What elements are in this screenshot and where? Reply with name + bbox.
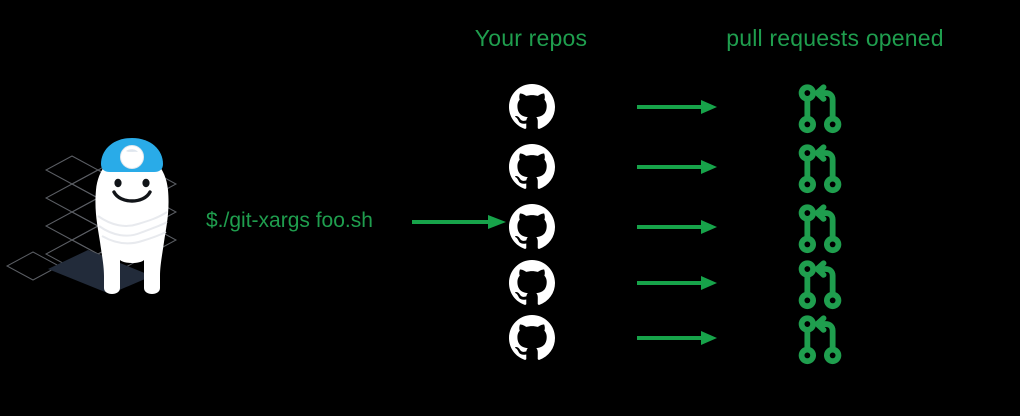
git-pull-request-icon (798, 144, 842, 194)
column-heading-pull-requests-opened: pull requests opened (726, 25, 944, 51)
github-octocat-icon (509, 204, 555, 250)
github-octocat-icon (509, 315, 555, 361)
github-octocat-icon (509, 84, 555, 130)
arrow-right-icon-row (637, 275, 717, 291)
github-octocat-icon (509, 144, 555, 190)
column-heading-your-repos: Your repos (474, 25, 588, 51)
git-pull-request-icon (798, 204, 842, 254)
arrow-right-icon-main (412, 214, 506, 230)
arrow-right-icon-row (637, 219, 717, 235)
github-octocat-icon (509, 260, 555, 306)
git-pull-request-icon (798, 315, 842, 365)
mascot-illustration (0, 130, 215, 295)
command-text: $./git-xargs foo.sh (206, 209, 373, 232)
git-pull-request-icon (798, 260, 842, 310)
yeti-mascot-icon (95, 138, 169, 294)
arrow-right-icon-row (637, 159, 717, 175)
arrow-right-icon-row (637, 330, 717, 346)
arrow-right-icon-row (637, 99, 717, 115)
git-pull-request-icon (798, 84, 842, 134)
